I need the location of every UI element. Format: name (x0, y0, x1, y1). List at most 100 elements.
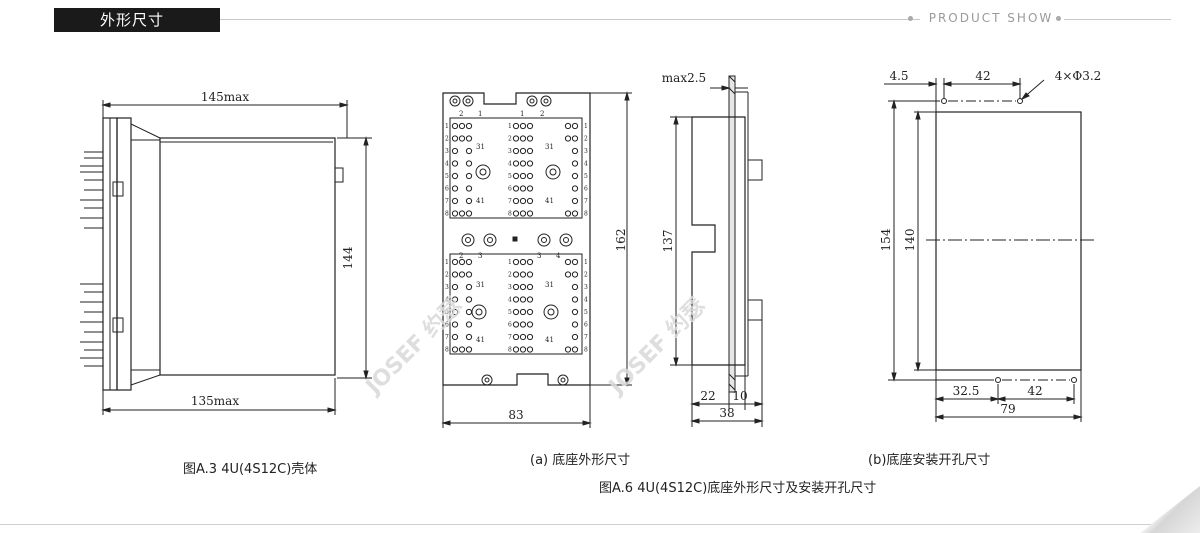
terminal-hole (519, 346, 527, 353)
terminal-hole (512, 283, 520, 291)
terminal-hole (451, 258, 459, 266)
pin-number: 5 (445, 173, 449, 180)
terminal-grid (451, 122, 579, 353)
footer-divider (0, 524, 1175, 525)
terminal-hole (526, 160, 534, 167)
terminal-hole (451, 271, 459, 278)
caption-a6: 图A.6 4U(4S12C)底座外形尺寸及安装开孔尺寸 (599, 481, 877, 496)
dim-137: 137 (661, 230, 675, 253)
dim-154: 154 (879, 228, 893, 251)
terminal-hole (519, 258, 527, 266)
terminal-hole (512, 258, 520, 266)
header-divider-right (1064, 19, 1171, 20)
inner-label: 31 (476, 281, 485, 289)
dim-4-5: 4.5 (889, 69, 908, 83)
terminal-hole (512, 135, 520, 142)
inner-label: 31 (545, 281, 554, 289)
terminal-hole (512, 271, 520, 278)
terminal-hole (512, 333, 520, 341)
pin-number: 5 (508, 173, 512, 180)
base-front-view: 2 1 1 2 2 3 3 4 31 41 31 41 31 41 31 41 … (441, 91, 632, 428)
terminal-hole (451, 135, 459, 142)
dim-38: 38 (719, 406, 734, 420)
header-divider (220, 19, 920, 20)
pin-number: 1 (508, 123, 512, 130)
terminal-hole (571, 321, 579, 328)
terminal-hole (451, 296, 459, 303)
dim-83: 83 (508, 408, 523, 422)
terminal-hole (571, 333, 579, 341)
dim-max2-5: max2.5 (662, 71, 706, 85)
inner-label: 41 (545, 336, 554, 344)
panel-cutout-view: 4.5 42 4×Φ3.2 154 140 32.5 42 (879, 69, 1101, 422)
terminal-hole (458, 271, 466, 278)
terminal-hole (451, 197, 459, 205)
terminal-hole (465, 210, 473, 217)
terminal-hole (512, 160, 520, 167)
pin-number: 5 (445, 309, 449, 316)
inner-label: 31 (476, 143, 485, 151)
terminal-hole (458, 258, 466, 266)
dim-42-top: 42 (975, 69, 990, 83)
pin-number: 8 (508, 211, 512, 218)
pin-number: 1 (445, 259, 449, 266)
terminal-hole (458, 210, 466, 217)
middle-connectors (461, 233, 573, 247)
pin-number: 6 (584, 322, 588, 329)
terminal-hole (571, 308, 579, 316)
caption-a6a: (a) 底座外形尺寸 (530, 453, 631, 468)
terminal-hole (451, 172, 459, 180)
pin-number: 8 (445, 211, 449, 218)
pin-number: 7 (584, 334, 588, 341)
pin-number: 7 (508, 198, 512, 205)
terminal-hole (571, 135, 579, 142)
pin-number: 2 (508, 136, 512, 143)
terminal-hole (465, 258, 473, 266)
terminal-hole (465, 122, 473, 130)
terminal-hole (465, 333, 473, 341)
terminal-hole (571, 197, 579, 205)
terminal-hole (512, 321, 520, 328)
terminal-hole (526, 283, 534, 291)
pin-number: 8 (584, 211, 588, 218)
pin-number: 3 (584, 284, 588, 291)
pin-number: 4 (508, 297, 512, 304)
pin-number: 2 (508, 272, 512, 279)
terminal-hole (519, 333, 527, 341)
terminal-hole (519, 185, 527, 192)
terminal-hole (465, 197, 473, 205)
terminal-hole (526, 258, 534, 266)
group-label: 3 (478, 252, 482, 260)
header-dot-left (908, 16, 913, 21)
terminal-hole (526, 197, 534, 205)
terminal-hole (519, 283, 527, 291)
terminal-hole (465, 172, 473, 180)
pin-number: 6 (584, 186, 588, 193)
base-side-view: max2.5 137 22 10 38 (661, 71, 764, 427)
terminal-hole (571, 283, 579, 291)
terminal-hole (519, 160, 527, 167)
terminal-hole (519, 172, 527, 180)
terminal-hole (458, 135, 466, 142)
terminal-hole (451, 283, 459, 291)
pin-number: 4 (445, 297, 449, 304)
dim-145max: 145max (201, 90, 249, 104)
terminal-hole (571, 258, 579, 266)
pin-number: 3 (445, 148, 449, 155)
terminal-hole (571, 172, 579, 180)
terminal-hole (451, 321, 459, 328)
dim-140: 140 (903, 229, 917, 252)
pin-number: 6 (508, 186, 512, 193)
terminal-hole (451, 210, 459, 217)
pin-number: 7 (445, 334, 449, 341)
pin-number: 1 (584, 259, 588, 266)
pin-number: 3 (445, 284, 449, 291)
pin-number: 1 (445, 123, 449, 130)
terminal-hole (512, 210, 520, 217)
hole-spec: 4×Φ3.2 (1055, 69, 1102, 83)
terminal-hole (512, 147, 520, 155)
terminal-hole (512, 346, 520, 353)
pin-number: 6 (445, 186, 449, 193)
mounting-screws (449, 95, 569, 386)
